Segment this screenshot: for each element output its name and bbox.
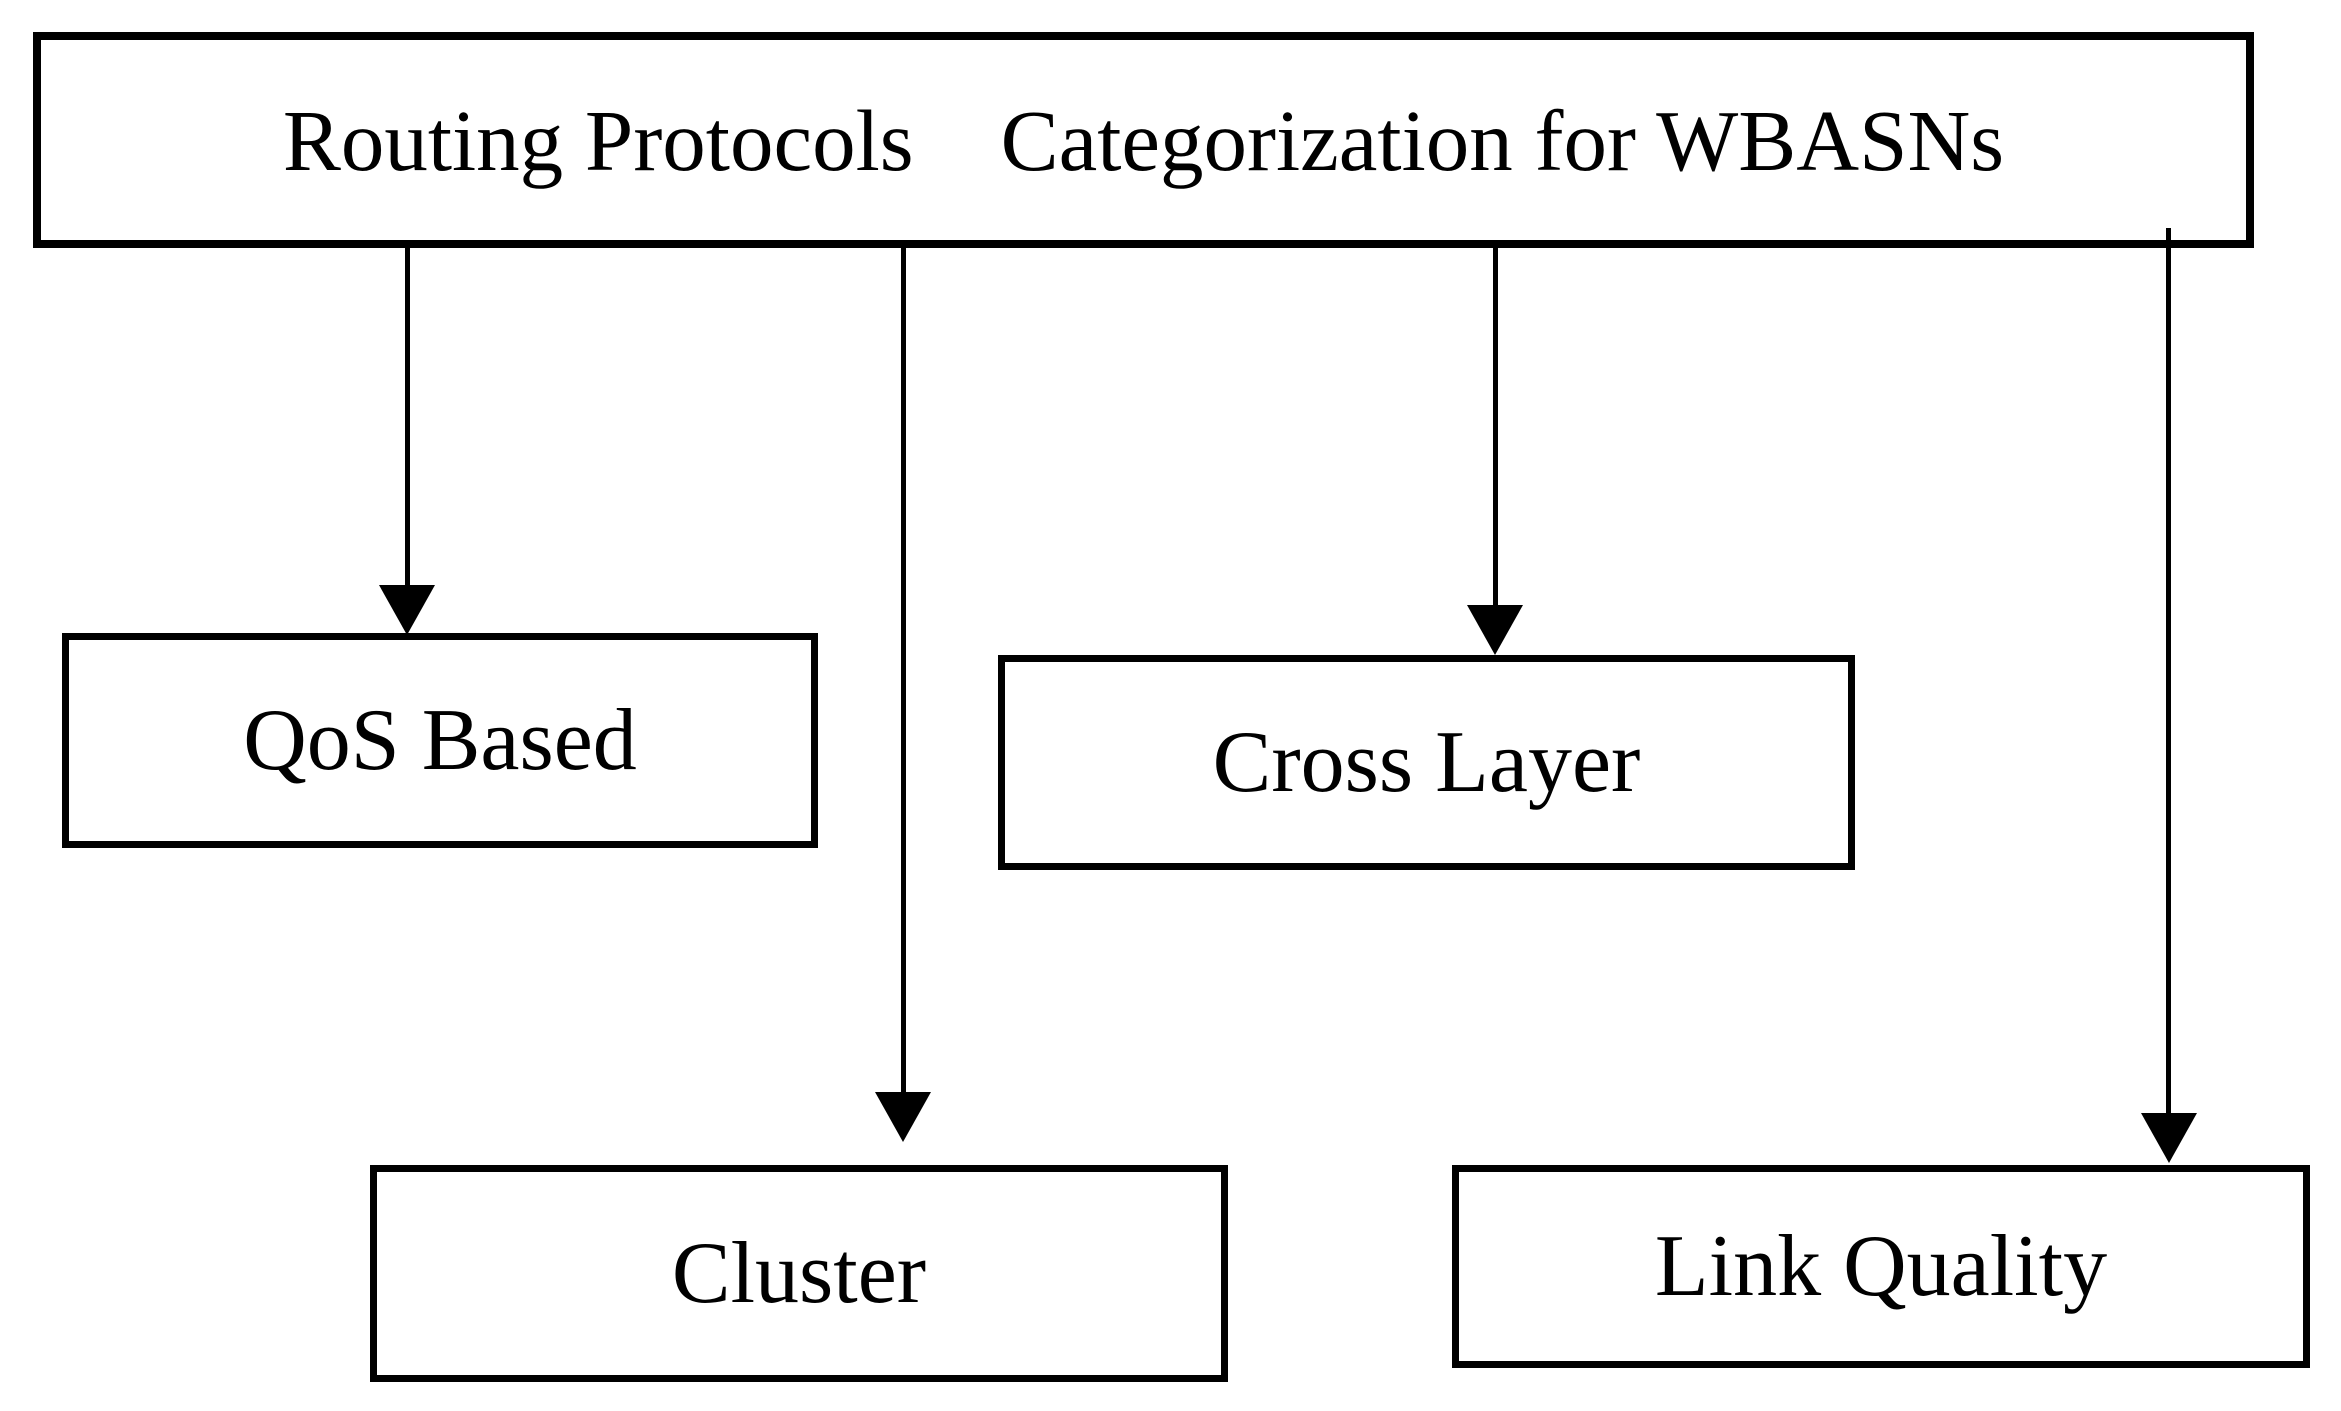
edge-root-to-link-quality-line: [2166, 228, 2171, 1113]
edge-root-to-cross-layer-line: [1493, 248, 1498, 605]
edge-root-to-link-quality-arrowhead-icon: [2141, 1113, 2197, 1163]
edge-root-to-cross-layer-arrowhead-icon: [1467, 605, 1523, 655]
edge-root-to-cluster-arrowhead-icon: [875, 1092, 931, 1142]
node-cluster: Cluster: [370, 1165, 1228, 1382]
node-routing-protocols-categorization: Routing Protocols Categorization for WBA…: [33, 32, 2254, 248]
node-link-quality-label: Link Quality: [1654, 1217, 2108, 1315]
node-cross-layer: Cross Layer: [998, 655, 1855, 870]
node-cross-layer-label: Cross Layer: [1212, 713, 1641, 811]
node-cluster-label: Cluster: [671, 1224, 927, 1322]
edge-root-to-qos-based-line: [405, 248, 410, 587]
edge-root-to-qos-based-arrowhead-icon: [379, 585, 435, 635]
node-qos-based-label: QoS Based: [243, 691, 637, 789]
node-qos-based: QoS Based: [62, 633, 818, 848]
edge-root-to-cluster-line: [901, 248, 906, 1092]
diagram-title: Routing Protocols Categorization for WBA…: [282, 91, 2005, 189]
node-link-quality: Link Quality: [1452, 1165, 2310, 1368]
